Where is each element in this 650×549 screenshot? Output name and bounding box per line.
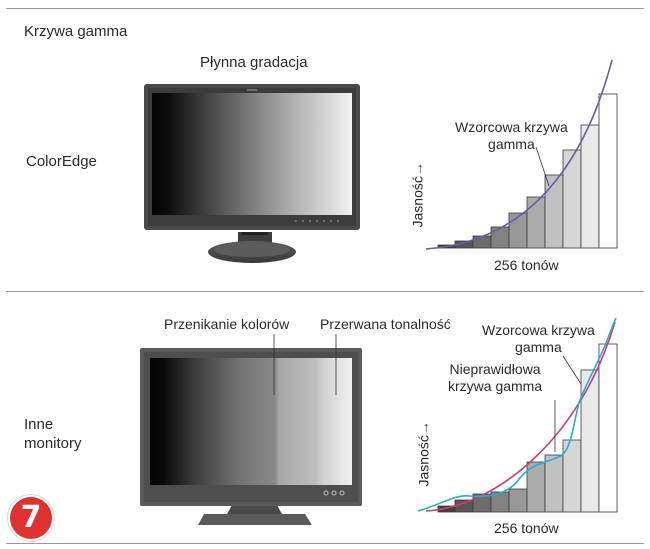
tone-bar	[454, 499, 474, 513]
incorrect-curve-label: Nieprawidłowa krzywa gamma	[448, 361, 543, 394]
reference-gamma-curve	[425, 59, 613, 250]
color-bleed-label: Przenikanie kolorów	[164, 316, 290, 332]
other-monitors-label: Inne monitory	[24, 416, 82, 452]
reference-curve-label: Wzorcowa krzywa gamma	[455, 119, 568, 152]
middle-divider	[6, 291, 644, 292]
tone-bar	[544, 454, 564, 513]
broken-tonality-label: Przerwana tonalność	[320, 316, 451, 332]
bottom-divider	[6, 543, 644, 544]
y-axis-label-bottom: Jasność→	[415, 421, 432, 487]
reference-gamma-curve	[425, 321, 616, 512]
label-leader	[562, 355, 582, 385]
x-axis-label: 256 tonów	[494, 257, 559, 273]
section-title: Krzywa gamma	[24, 23, 128, 40]
coloredge-label: ColorEdge	[26, 153, 97, 170]
figure-number-badge: 7	[10, 497, 52, 539]
reference-curve-label-bottom: Wzorcowa krzywa gamma	[482, 322, 595, 355]
label-leader	[535, 146, 550, 187]
tone-bar	[598, 343, 618, 513]
figure-number: 7	[20, 500, 42, 535]
tone-bar	[508, 488, 528, 513]
incorrect-gamma-curve	[417, 317, 617, 512]
top-divider	[6, 8, 644, 9]
smooth-gradation-caption: Płynna gradacja	[200, 54, 308, 71]
tone-bar	[598, 93, 618, 249]
x-axis-label-bottom: 256 tonów	[494, 520, 559, 536]
